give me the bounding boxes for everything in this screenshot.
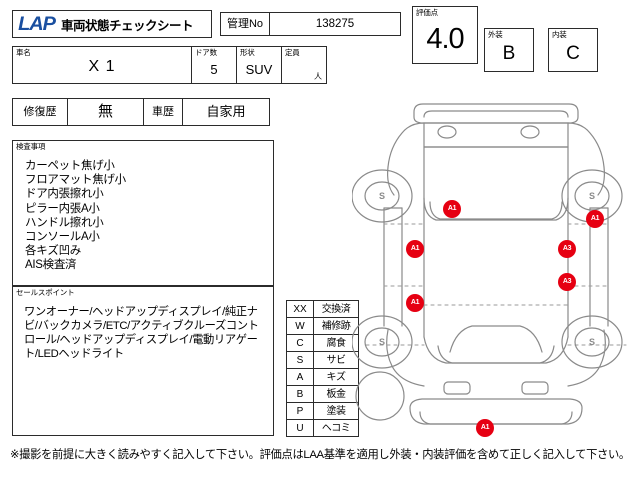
wheel-rust-mark: S: [589, 191, 595, 201]
vehicle-name-value: X 1: [88, 58, 116, 75]
legend-code: S: [286, 351, 314, 369]
inspection-items-box: 検査事項 カーペット焦げ小フロアマット焦げ小ドア内張擦れ小ピラー内張A小ハンドル…: [12, 140, 274, 286]
repair-history-label-cell: 修復歴: [12, 98, 68, 126]
usage-history-value: 自家用: [206, 104, 246, 119]
logo-title-box: LAP 車両状態チェックシート: [12, 10, 212, 38]
vehicle-name-label: 車名: [16, 48, 31, 57]
legend-description: ヘコミ: [313, 419, 359, 437]
inspection-item: ドア内張擦れ小: [25, 188, 104, 201]
legend-code: B: [286, 385, 314, 403]
door-count-label: ドア数: [195, 48, 217, 57]
evaluation-score-value: 4.0: [426, 23, 464, 55]
exterior-grade-value: B: [502, 43, 516, 64]
management-no-value: 138275: [315, 18, 355, 30]
inspection-item: ピラー内張A小: [25, 202, 100, 215]
lap-logo: LAP: [18, 13, 56, 35]
car-outline-svg: S S S S: [352, 103, 627, 425]
seating-capacity-label: 定員: [285, 48, 300, 57]
sales-points-title: セールスポイント: [16, 288, 75, 297]
sales-points-text: ワンオーナー/ヘッドアップディスプレイ/純正ナビ/バックカメラ/ETC/アクティ…: [24, 306, 259, 360]
inspection-item: コンソールA小: [25, 231, 100, 244]
repair-history-value: 無: [97, 103, 113, 120]
evaluation-score-label: 評価点: [416, 8, 438, 17]
wheel-rust-mark: S: [379, 191, 385, 201]
evaluation-score-box: 評価点 4.0: [412, 6, 478, 64]
repair-history-label: 修復歴: [23, 106, 57, 118]
inspection-item: カーペット焦げ小: [25, 160, 115, 172]
inspection-item: ハンドル擦れ小: [25, 216, 104, 229]
interior-grade-label: 内装: [552, 30, 567, 39]
door-count-cell: ドア数 5: [191, 46, 237, 84]
footer-note: ※撮影を前提に大きく読みやすく記入して下さい。評価点はLAA基準を適用し外装・内…: [10, 449, 630, 461]
damage-marker[interactable]: A1: [476, 419, 494, 437]
damage-marker[interactable]: A1: [406, 294, 424, 312]
legend-code: P: [286, 402, 314, 420]
inspection-item: フロアマット焦げ小: [25, 174, 126, 187]
damage-marker[interactable]: A3: [558, 273, 576, 291]
sales-points-box: セールスポイント ワンオーナー/ヘッドアップディスプレイ/純正ナビ/バックカメラ…: [12, 286, 274, 436]
usage-history-label: 車歴: [152, 106, 174, 118]
usage-history-value-cell: 自家用: [182, 98, 270, 126]
usage-history-label-cell: 車歴: [143, 98, 183, 126]
repair-history-value-cell: 無: [67, 98, 144, 126]
body-shape-cell: 形状 SUV: [236, 46, 282, 84]
seating-capacity-unit: 人: [314, 72, 322, 81]
management-no-label: 管理No: [226, 18, 264, 30]
wheel-rust-mark: S: [379, 337, 385, 347]
seating-capacity-cell: 定員 人: [281, 46, 327, 84]
exterior-grade-box: 外装 B: [484, 28, 534, 72]
management-no-value-cell: 138275: [269, 12, 401, 36]
legend-code: W: [286, 317, 314, 335]
body-shape-label: 形状: [240, 48, 255, 57]
inspection-items-title: 検査事項: [16, 142, 46, 151]
damage-marker[interactable]: A1: [586, 210, 604, 228]
sheet-title: 車両状態チェックシート: [61, 18, 194, 33]
exterior-grade-label: 外装: [488, 30, 503, 39]
legend-code: C: [286, 334, 314, 352]
interior-grade-box: 内装 C: [548, 28, 598, 72]
interior-grade-value: C: [566, 43, 580, 64]
legend-code: U: [286, 419, 314, 437]
inspection-items-list: カーペット焦げ小フロアマット焦げ小ドア内張擦れ小ピラー内張A小ハンドル擦れ小コン…: [25, 159, 126, 273]
wheel-rust-mark: S: [589, 337, 595, 347]
damage-marker[interactable]: A3: [558, 240, 576, 258]
damage-marker[interactable]: A1: [443, 200, 461, 218]
body-shape-value: SUV: [245, 62, 273, 77]
legend-code: XX: [286, 300, 314, 318]
legend-code: A: [286, 368, 314, 386]
inspection-item: 各キズ凹み: [25, 245, 81, 258]
door-count-value: 5: [210, 62, 218, 77]
vehicle-name-cell: 車名 X 1: [12, 46, 192, 84]
damage-marker[interactable]: A1: [406, 240, 424, 258]
inspection-item: AIS検査済: [25, 259, 77, 272]
management-no-label-cell: 管理No: [220, 12, 270, 36]
